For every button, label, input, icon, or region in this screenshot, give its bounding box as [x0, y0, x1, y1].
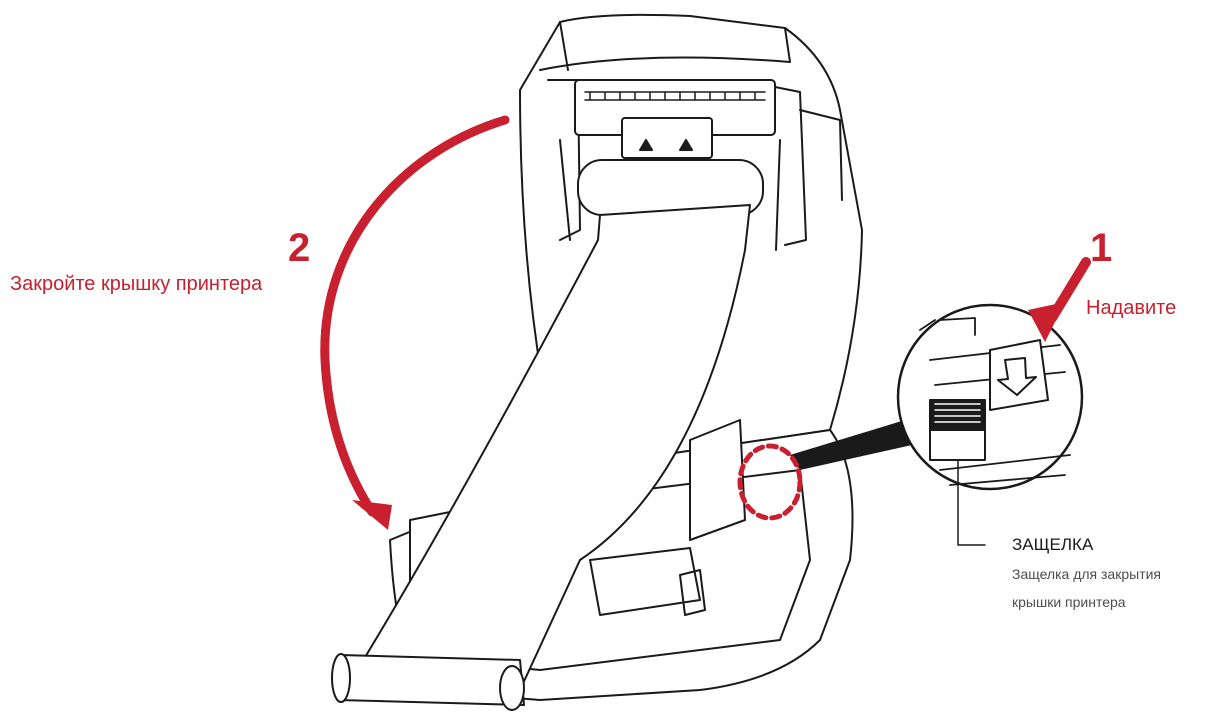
latch-description-line2: крышки принтера — [1012, 594, 1126, 610]
base-side-knob — [679, 569, 706, 616]
curved-arrow-head — [352, 500, 392, 530]
dashed-circle-icon — [737, 443, 803, 521]
paper-roll-end-right — [499, 665, 525, 711]
step-2-number: 2 — [288, 226, 311, 270]
press-arrow-head — [1028, 302, 1065, 342]
step-1-text: Надавите — [1086, 297, 1177, 319]
latch-leader-line — [957, 459, 986, 546]
lid-top-ridge — [539, 21, 791, 71]
warning-triangle-left — [639, 139, 653, 151]
latch-grip — [929, 399, 986, 431]
base-platen — [589, 547, 701, 616]
warning-triangle-right — [679, 139, 693, 151]
latch-description-line1: Защелка для закрытия — [1012, 566, 1162, 582]
latch-down-arrow-icon — [997, 357, 1037, 396]
media-holder-right — [689, 419, 746, 541]
head-teeth — [584, 91, 766, 101]
step-1-number: 1 — [1090, 226, 1113, 270]
lid-side-guides — [559, 109, 843, 251]
curved-arrow-icon — [320, 115, 510, 517]
latch-title: ЗАЩЕЛКА — [1012, 535, 1094, 554]
latch-magnifier — [896, 303, 1084, 491]
step-2-text: Закройте крышку принтера — [10, 273, 263, 295]
warning-label — [621, 117, 713, 159]
paper-roll — [337, 654, 525, 706]
paper-roll-end-left — [331, 653, 351, 703]
callout-wedge — [790, 420, 912, 470]
